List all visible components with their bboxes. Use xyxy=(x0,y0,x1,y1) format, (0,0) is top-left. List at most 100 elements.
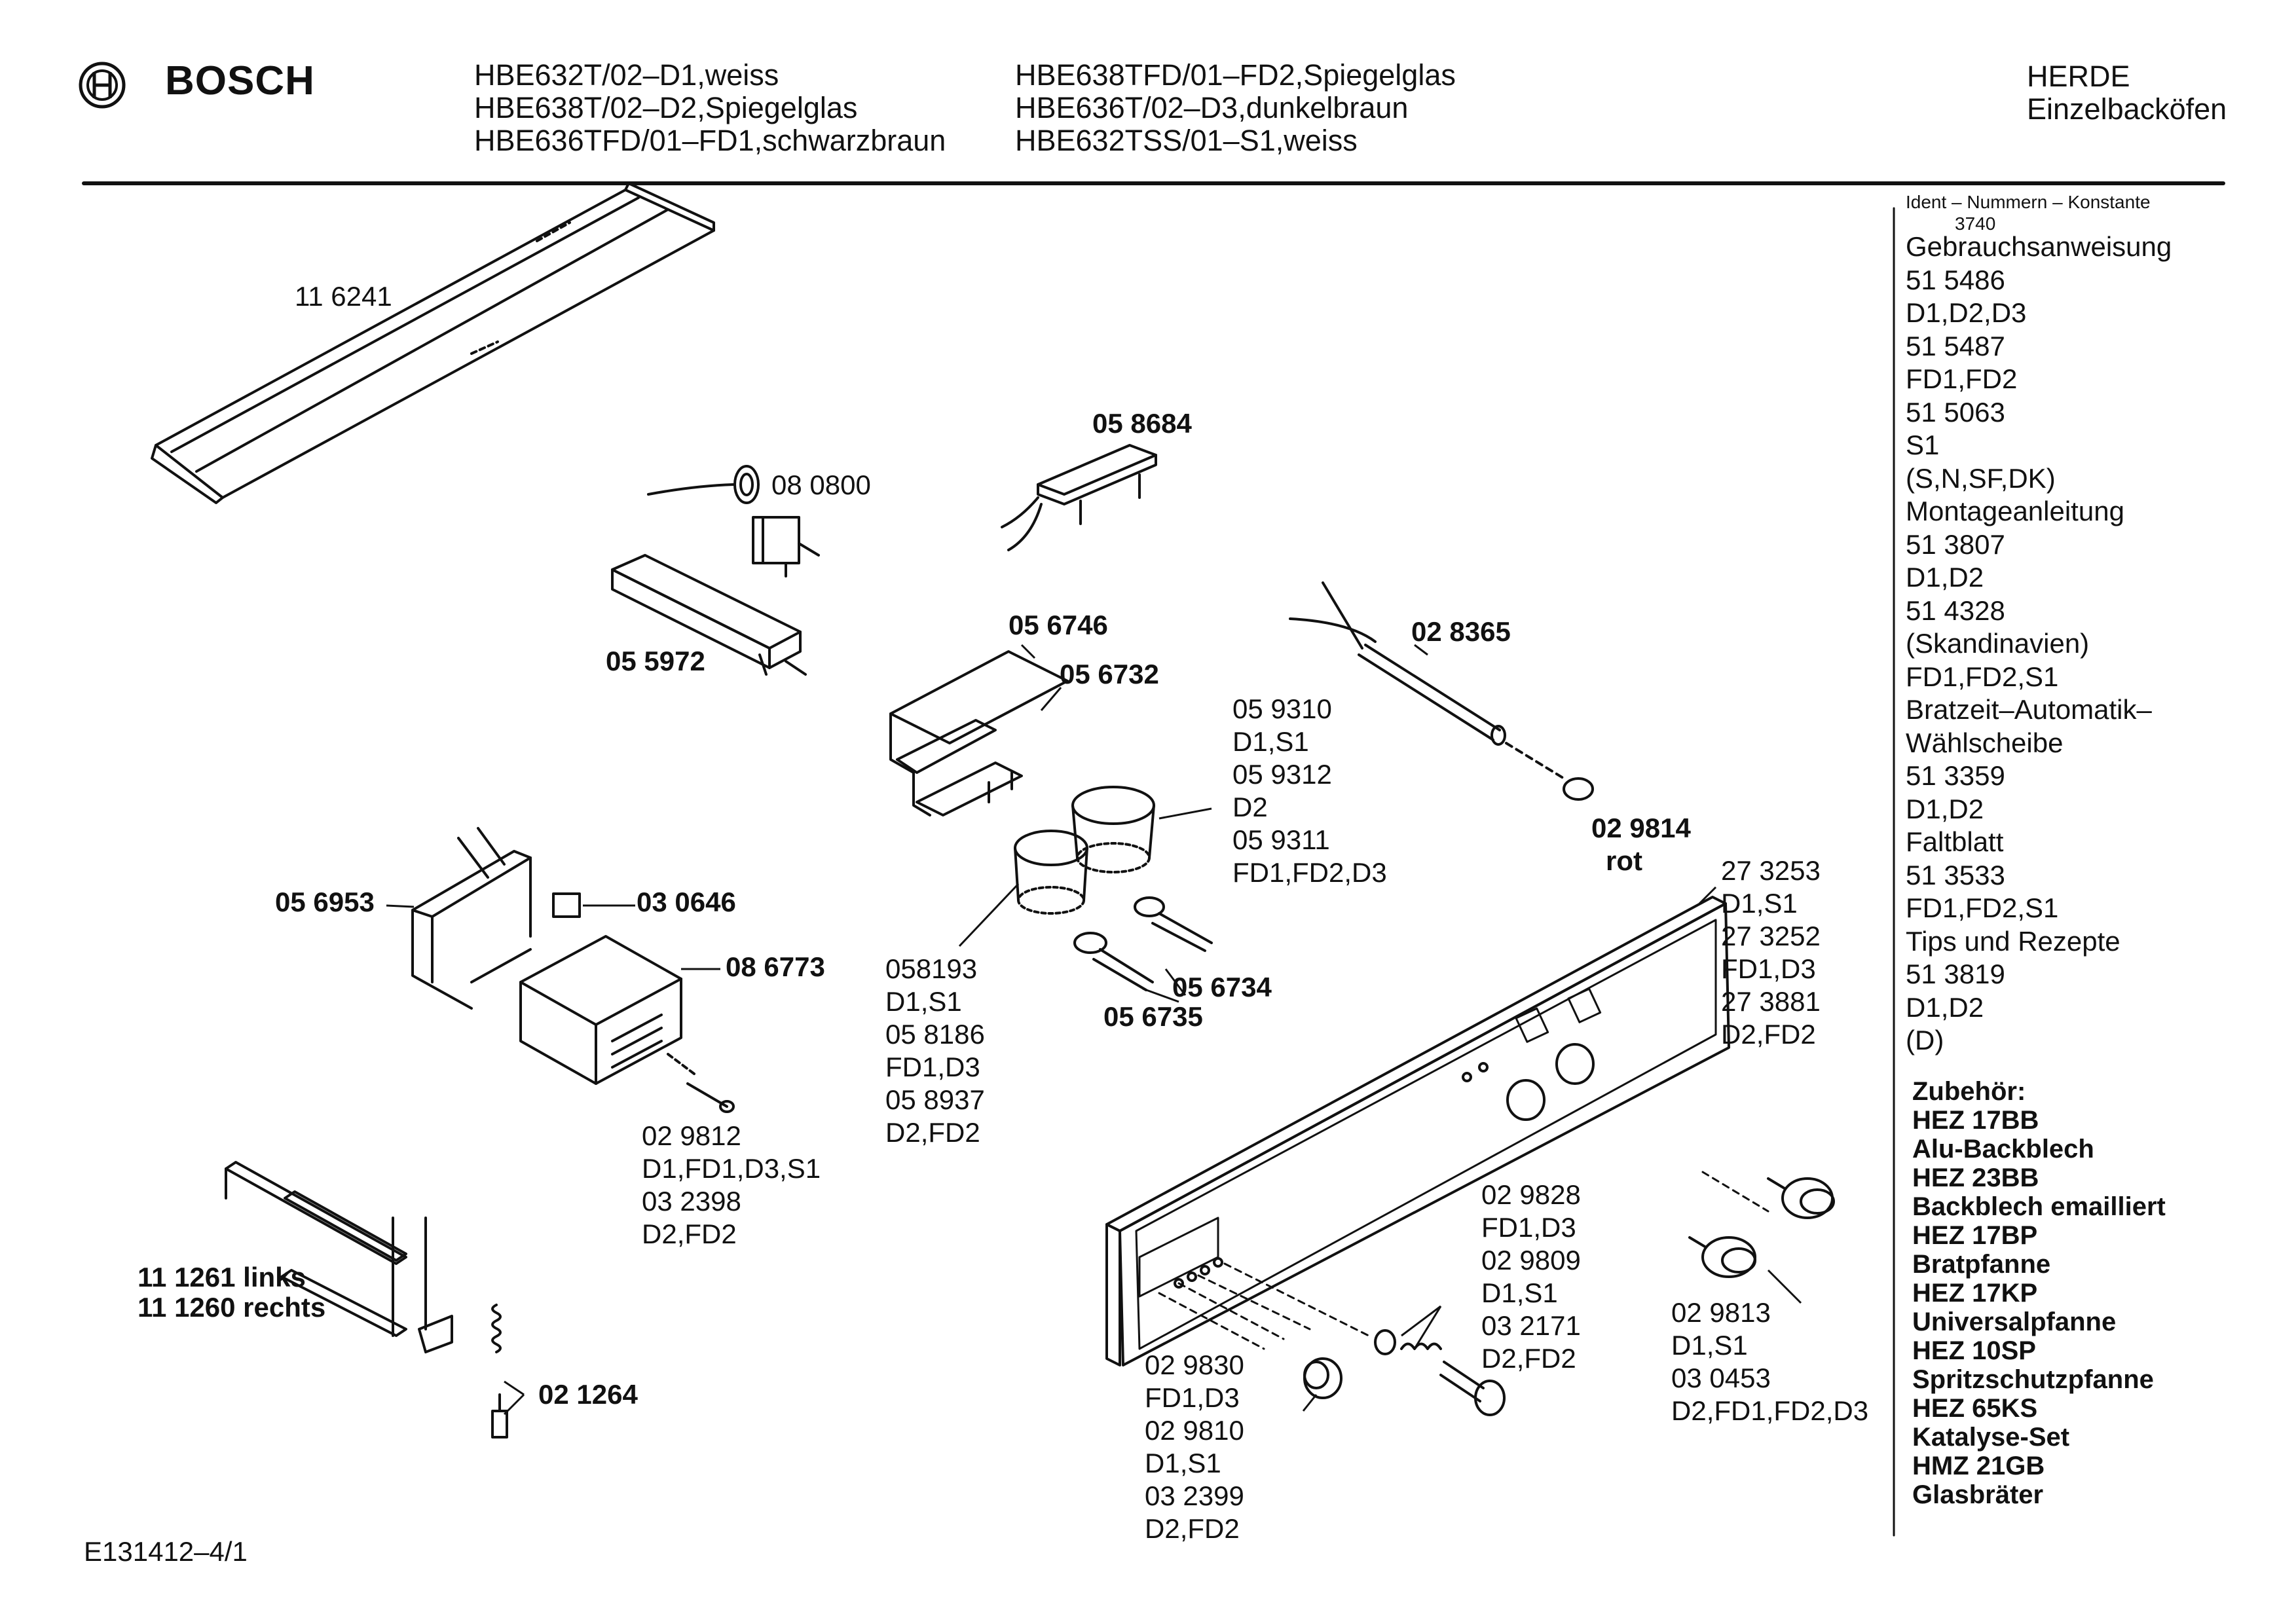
label-line: 05 9310 xyxy=(1232,693,1332,724)
accessory-line: Glasbräter xyxy=(1912,1480,2044,1509)
accessories-list: Zubehör: HEZ 17BB Alu-Backblech HEZ 23BB… xyxy=(1912,1077,2166,1509)
part-rod-028365 xyxy=(1289,581,1594,801)
model-line: HBE638T/02–D2,Spiegelglas xyxy=(474,91,858,124)
model-line: HBE632TSS/01–S1,weiss xyxy=(1015,124,1358,157)
model-line: HBE638TFD/01–FD2,Spiegelglas xyxy=(1015,58,1456,92)
sidebar-line: D1,D2 xyxy=(1906,562,1984,593)
label-029812: 02 9812 D1,FD1,D3,S1 03 2398 D2,FD2 xyxy=(642,1120,821,1251)
model-list-left: HBE632T/02–D1,weiss HBE638T/02–D2,Spiege… xyxy=(474,59,946,157)
leader-lines xyxy=(386,644,1802,1416)
part-button-029828 xyxy=(1374,1329,1506,1416)
label-line: 05 8186 xyxy=(885,1019,985,1050)
sidebar-line: S1 xyxy=(1906,430,1940,460)
part-front-panel-273253 xyxy=(1105,896,1730,1366)
brand-name: BOSCH xyxy=(165,58,315,103)
label-056734: 05 6734 xyxy=(1172,972,1272,1002)
sidebar-line: (D) xyxy=(1906,1025,1944,1055)
label-line: D1,S1 xyxy=(885,986,962,1017)
label-line: D1,FD1,D3,S1 xyxy=(642,1153,821,1184)
label-029813: 02 9813 D1,S1 03 0453 D2,FD1,FD2,D3 xyxy=(1671,1296,1868,1427)
accessory-line: HEZ 17BP xyxy=(1912,1221,2038,1250)
sidebar-line: 51 5487 xyxy=(1906,330,2005,361)
sidebar-line: 51 5486 xyxy=(1906,264,2005,295)
part-thermostat-080800 xyxy=(647,465,820,577)
sidebar-line: D1,D2 xyxy=(1906,991,1984,1023)
sidebar-line: 51 3359 xyxy=(1906,760,2005,791)
sidebar-line: 51 3807 xyxy=(1906,528,2005,560)
ident-value: 3740 xyxy=(1955,213,1996,234)
label-058193: 058193 D1,S1 05 8186 FD1,D3 05 8937 D2,F… xyxy=(885,953,985,1149)
sidebar-line: Gebrauchsanweisung xyxy=(1906,231,2172,262)
accessory-line: HEZ 23BB xyxy=(1912,1163,2039,1192)
label-line: 02 9812 xyxy=(642,1120,741,1151)
sidebar-line: (S,N,SF,DK) xyxy=(1906,462,2056,494)
label-line: 05 9312 xyxy=(1232,759,1332,790)
part-rails-111261 xyxy=(225,1161,453,1353)
accessory-line: Bratpfanne xyxy=(1912,1250,2051,1279)
accessory-line: Backblech emailliert xyxy=(1912,1192,2166,1221)
accessory-line: HEZ 17BB xyxy=(1912,1106,2039,1135)
label-030646: 03 0646 xyxy=(637,887,736,917)
model-line: HBE632T/02–D1,weiss xyxy=(474,58,779,92)
label-line: FD1,D3 xyxy=(1145,1382,1240,1413)
sidebar-line: FD1,FD2,S1 xyxy=(1906,892,2059,923)
label-line: rot xyxy=(1606,845,1642,876)
model-list-right: HBE638TFD/01–FD2,Spiegelglas HBE636T/02–… xyxy=(1015,59,1456,157)
part-housing-056746 xyxy=(889,650,1069,816)
accessory-heading: Zubehör: xyxy=(1912,1077,2026,1106)
label-059310: 05 9310 D1,S1 05 9312 D2 05 9311 FD1,FD2… xyxy=(1232,693,1387,889)
label-line: 03 2399 xyxy=(1145,1480,1244,1511)
sidebar-line: Wählscheibe xyxy=(1906,727,2064,758)
label-line: D2,FD2 xyxy=(642,1218,737,1249)
label-line: 02 9813 xyxy=(1671,1297,1771,1328)
label-line: 02 9810 xyxy=(1145,1415,1244,1446)
label-line: FD1,D3 xyxy=(885,1052,980,1082)
label-line: D2 xyxy=(1232,792,1268,822)
label-056746: 05 6746 xyxy=(1009,610,1108,640)
label-029828: 02 9828 FD1,D3 02 9809 D1,S1 03 2171 D2,… xyxy=(1481,1179,1581,1375)
label-line: 02 9814 xyxy=(1591,813,1691,843)
category-label: HERDE Einzelbacköfen xyxy=(2027,60,2227,126)
part-clip-030646 xyxy=(552,892,581,918)
label-line: 03 0453 xyxy=(1671,1363,1771,1393)
label-line: D2,FD1,FD2,D3 xyxy=(1671,1395,1869,1426)
accessory-line: HMZ 21GB xyxy=(1912,1452,2045,1480)
label-line: D1,S1 xyxy=(1145,1448,1221,1478)
label-line: D2,FD2 xyxy=(1481,1343,1576,1374)
label-055972: 05 5972 xyxy=(606,646,705,676)
part-frame-056953 xyxy=(411,827,532,1010)
label-056953: 05 6953 xyxy=(275,887,375,917)
assembly-lines xyxy=(1158,1171,1769,1350)
label-086773: 08 6773 xyxy=(726,951,825,982)
label-line: 27 3253 xyxy=(1721,855,1821,886)
sidebar-line: 51 3533 xyxy=(1906,859,2005,890)
label-line: 05 9311 xyxy=(1232,824,1330,855)
sidebar-line: Montageanleitung xyxy=(1906,496,2124,526)
bosch-armature-icon xyxy=(79,62,126,109)
label-line: 05 8937 xyxy=(885,1084,985,1115)
part-shafts-056734 xyxy=(1073,896,1213,991)
label-line: D2,FD2 xyxy=(1145,1513,1240,1544)
label-111261: 11 1261 links 11 1260 rechts xyxy=(138,1262,325,1323)
label-line: 11 1260 rechts xyxy=(138,1292,326,1323)
model-line: HBE636T/02–D3,dunkelbraun xyxy=(1015,91,1409,124)
category-line: Einzelbacköfen xyxy=(2027,92,2227,126)
model-line: HBE636TFD/01–FD1,schwarzbraun xyxy=(474,124,946,157)
part-timer-086773 xyxy=(519,935,735,1113)
label-116241: 11 6241 xyxy=(295,281,392,312)
label-line: 02 9828 xyxy=(1481,1179,1581,1210)
part-selector-drums-059310 xyxy=(1014,786,1155,915)
sidebar-line: 51 5063 xyxy=(1906,396,2005,428)
label-058684: 05 8684 xyxy=(1092,408,1192,439)
label-080800: 08 0800 xyxy=(771,469,871,500)
label-056735: 05 6735 xyxy=(1103,1001,1203,1032)
sidebar-line: Tips und Rezepte xyxy=(1906,925,2120,957)
ident-title: Ident – Nummern – Konstante xyxy=(1906,192,2151,212)
label-line: D1,S1 xyxy=(1721,888,1798,919)
part-cap-029830 xyxy=(1303,1357,1342,1399)
accessory-line: Spritzschutzpfanne xyxy=(1912,1365,2154,1394)
sidebar-line: 51 4328 xyxy=(1906,595,2005,626)
label-line: FD1,D3 xyxy=(1481,1212,1576,1243)
label-line: D1,S1 xyxy=(1671,1330,1748,1361)
label-line: D1,S1 xyxy=(1481,1277,1558,1308)
